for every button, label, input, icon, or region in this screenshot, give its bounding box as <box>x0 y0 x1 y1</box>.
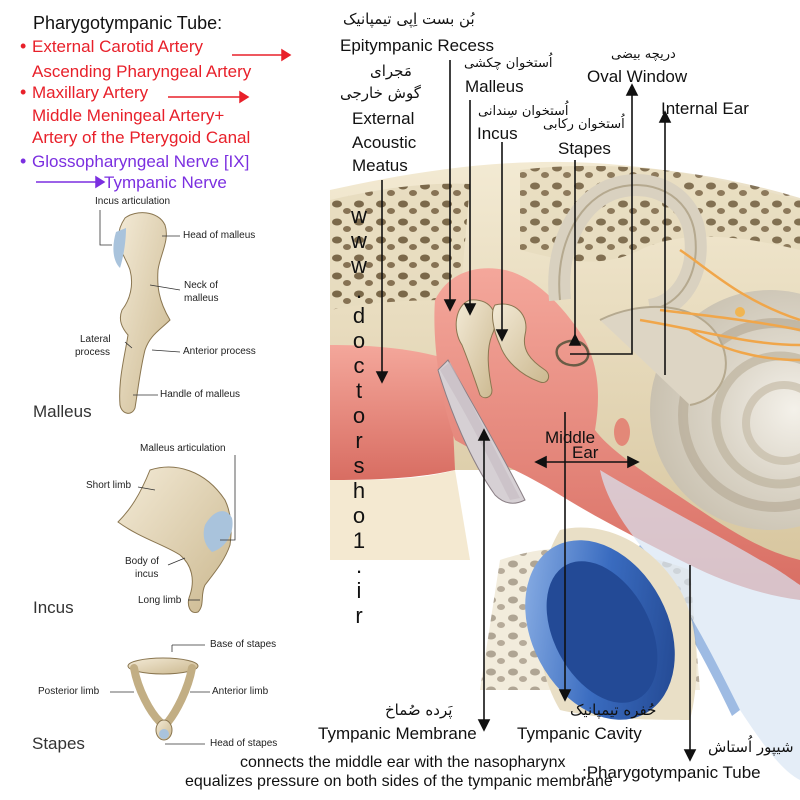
incus-main-label: Incus <box>477 124 518 143</box>
meatus-floor <box>330 470 470 560</box>
oval-window-label: Oval Window <box>587 67 688 86</box>
watermark-char: s <box>353 453 365 478</box>
malleus-articular-facet <box>113 228 126 268</box>
watermark-char: h <box>352 478 366 503</box>
incus-label: Long limb <box>138 595 182 606</box>
tube-supply-title: Pharygotympanic Tube: <box>33 13 223 33</box>
malleus-main-label: Malleus <box>465 77 524 96</box>
watermark-char: o <box>352 503 366 528</box>
stapes-persian: اُستخوان رکابی <box>543 117 625 132</box>
watermark-char: w <box>351 228 367 253</box>
stapes-base <box>127 657 199 675</box>
stapes-label: Head of stapes <box>210 738 278 749</box>
malleus-label: Anterior process <box>183 346 256 357</box>
tube-label: :Pharygotympanic Tube <box>582 763 761 782</box>
middle-ear-label-1: Middle <box>545 428 596 447</box>
watermark-char: o <box>352 328 366 353</box>
incus-in-situ <box>492 303 550 384</box>
watermark-char: w <box>351 203 367 228</box>
tube-wall <box>633 545 740 716</box>
promontory <box>614 418 630 446</box>
watermark-char: w <box>351 253 367 278</box>
watermark-char: c <box>353 353 365 378</box>
malleus-label: Handle of malleus <box>160 389 241 400</box>
tube-lumen <box>600 470 800 780</box>
stapes-limbs <box>130 664 196 726</box>
watermark-char: d <box>352 303 366 328</box>
canal-persian-1: مَجرای <box>370 62 412 80</box>
malleus-label: Neck of <box>184 280 218 291</box>
middle-ear-label-2: Ear <box>572 443 599 462</box>
tympanic-cavity-label: Tympanic Cavity <box>517 724 642 743</box>
watermark: w w w . d o c t o r s h o 1 . i r <box>346 203 372 628</box>
stapes-label: Anterior limb <box>212 686 269 697</box>
structure-arrows <box>375 60 697 762</box>
incus-label: Malleus articulation <box>140 443 226 454</box>
epitympanic-recess-label: Epitympanic Recess <box>340 36 495 55</box>
bullet: • <box>20 151 27 171</box>
tube-persian: شیپور اُستاش <box>708 738 794 756</box>
malleus-label: Incus articulation <box>95 196 171 207</box>
tube-function-1: connects the middle ear with the nasopha… <box>240 754 566 771</box>
pterygoid-canal-artery-label: Artery of the Pterygoid Canal <box>32 128 251 147</box>
internal-ear-label: Internal Ear <box>661 99 749 118</box>
watermark-char: i <box>356 578 362 603</box>
artery-arrows <box>168 48 292 104</box>
carotid-lumen <box>546 561 658 703</box>
eam-label-1: External <box>352 109 415 128</box>
ossicle-leader-lines <box>99 210 236 745</box>
watermark-char: . <box>355 278 363 303</box>
bullet: • <box>20 36 27 56</box>
watermark-char: o <box>352 403 366 428</box>
incus-persian: اُستخوان سِندانی <box>478 104 569 119</box>
nerve-arrow <box>36 175 106 189</box>
tympanic-cavity-persian: حُفره تیمپانیک <box>570 701 657 719</box>
watermark-char: t <box>355 378 363 403</box>
stapes-main-label: Stapes <box>558 139 611 158</box>
malleus-illustration <box>118 212 171 414</box>
incus-caption: Incus <box>33 598 74 617</box>
watermark-char: . <box>355 553 363 578</box>
canal-persian-2: گوش خارجی <box>340 84 421 102</box>
tympanic-nerve-label: Tympanic Nerve <box>104 173 227 192</box>
vestibulocochlear-nerve <box>639 248 800 362</box>
incus-label: Short limb <box>86 480 132 491</box>
incus-label: Body of <box>125 556 159 567</box>
malleus-label: malleus <box>184 293 219 304</box>
ascending-pharyngeal-artery-label: Ascending Pharyngeal Artery <box>32 62 252 81</box>
eam-label-2: Acoustic <box>352 133 417 152</box>
malleus-label: Head of malleus <box>183 230 256 241</box>
tympanic-membrane-persian: پَرده صُماخ <box>385 701 453 719</box>
bullet: • <box>20 82 27 102</box>
middle-meningeal-artery-label: Middle Meningeal Artery+ <box>32 106 225 125</box>
maxillary-artery-label: Maxillary Artery <box>32 83 149 102</box>
malleus-in-situ <box>455 299 496 399</box>
membrane-shading <box>440 362 520 500</box>
watermark-char: r <box>355 603 363 628</box>
stapes-label: Base of stapes <box>210 639 277 650</box>
malleus-label: Lateral <box>80 334 111 345</box>
watermark-char: r <box>355 428 363 453</box>
malleus-persian: اُستخوان چکشی <box>464 56 553 71</box>
epitympanic-recess-persian: بُن بست اِپی تیمپانیک <box>343 10 475 28</box>
tube-function-2: equalizes pressure on both sides of the … <box>185 773 613 790</box>
incus-illustration <box>117 466 232 614</box>
incus-label: incus <box>135 569 159 580</box>
tympanic-membrane-label: Tympanic Membrane <box>318 724 477 743</box>
incus-articular-facet <box>203 511 233 552</box>
malleus-caption: Malleus <box>33 402 92 421</box>
eam-label-3: Meatus <box>352 156 408 175</box>
external-carotid-artery-label: External Carotid Artery <box>32 37 204 56</box>
mastoid-air-cells <box>330 183 470 310</box>
glossopharyngeal-nerve-label: Glossopharyngeal Nerve [IX] <box>32 152 250 171</box>
watermark-char: 1 <box>352 528 366 553</box>
oval-window-persian: دریچه بیضی <box>611 47 676 62</box>
external-acoustic-meatus <box>330 345 455 480</box>
stapes-label: Posterior limb <box>38 686 100 697</box>
malleus-label: process <box>75 347 111 358</box>
stapes-caption: Stapes <box>32 734 85 753</box>
